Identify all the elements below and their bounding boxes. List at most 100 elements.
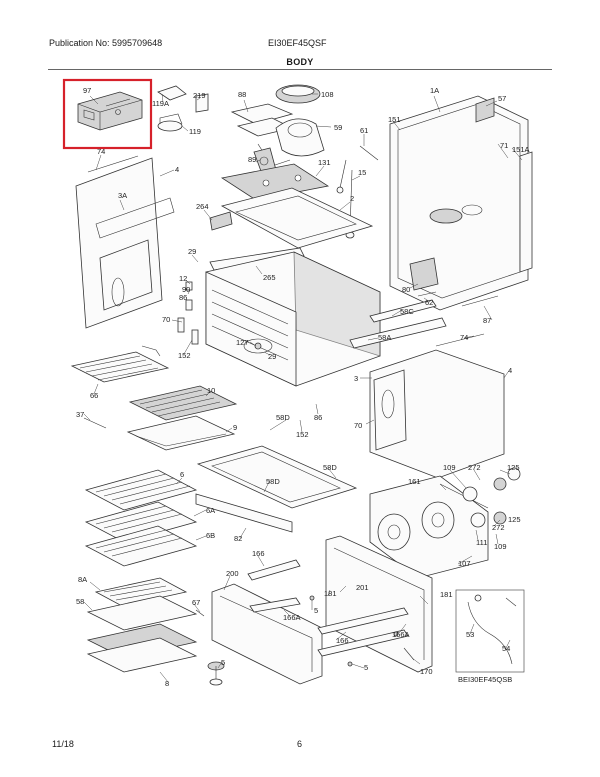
part-9-broiler-pan-bottom[interactable] (126, 415, 236, 451)
callout-70-right: 70 (354, 421, 362, 430)
part-265-rail[interactable] (209, 247, 305, 271)
callout-87: 87 (483, 316, 491, 325)
callout-3a: 3A (118, 191, 127, 200)
callout-166a-left: 166A (283, 613, 301, 622)
callout-4-right: 4 (508, 366, 512, 375)
callout-29-top: 29 (188, 247, 196, 256)
part-6b-oven-rack[interactable] (84, 525, 198, 567)
model-number: EI30EF45QSF (268, 38, 327, 48)
callout-8: 8 (165, 679, 169, 688)
part-87-bracket[interactable] (461, 295, 499, 307)
part-80-terminal-block[interactable] (409, 257, 439, 291)
part-264-insulation[interactable] (209, 211, 233, 231)
callout-111: 111 (476, 538, 487, 547)
part-58c-strip[interactable] (369, 299, 437, 323)
callout-272-top: 272 (468, 463, 481, 472)
part-74-right-trim[interactable] (435, 333, 485, 347)
page-title: BODY (286, 57, 314, 67)
part-66-broil-element[interactable] (70, 345, 170, 383)
part-62-bracket[interactable] (417, 291, 437, 297)
part-1a-back-panel[interactable] (389, 95, 529, 311)
part-6-oven-rack[interactable] (84, 469, 198, 511)
part-8-tray[interactable] (86, 623, 198, 673)
part-89-bracket[interactable] (253, 147, 277, 175)
callout-74-right: 74 (460, 333, 468, 342)
callout-200: 200 (226, 569, 239, 578)
callout-170: 170 (420, 667, 433, 676)
callout-1a: 1A (430, 86, 439, 95)
callout-12: 12 (179, 274, 187, 283)
callout-70-left: 70 (162, 315, 170, 324)
part-12-86-90-clips[interactable] (177, 281, 199, 345)
part-6a-oven-rack[interactable] (84, 501, 198, 543)
callout-58d-center: 58D (266, 477, 280, 486)
callout-9: 9 (233, 423, 237, 432)
callout-166-top: 166 (252, 549, 265, 558)
part-97-control-board[interactable] (77, 91, 143, 131)
callout-119: 119 (189, 127, 201, 136)
part-10-broiler-pan[interactable] (128, 385, 238, 421)
part-8a-bake-element[interactable] (94, 577, 188, 607)
oven-cavity[interactable] (205, 251, 381, 387)
footer-date: 11/18 (52, 739, 74, 749)
part-58-panel[interactable] (86, 595, 198, 631)
callout-58: 58 (76, 597, 84, 606)
part-57-label[interactable] (475, 97, 495, 123)
callout-57: 57 (498, 94, 506, 103)
callout-265: 265 (263, 273, 276, 282)
callout-6a: 6A (206, 506, 215, 515)
part-131-top-plate[interactable] (220, 163, 330, 201)
callout-66: 66 (90, 391, 98, 400)
part-107-convection-fan-assembly[interactable] (369, 475, 489, 579)
header-rule (48, 69, 552, 70)
part-151a-side[interactable] (519, 151, 533, 273)
callout-59: 59 (334, 123, 342, 132)
part-58d-front-frame[interactable] (196, 445, 358, 509)
part-4-right-side-panel[interactable] (369, 349, 505, 479)
part-82-frame[interactable] (195, 493, 293, 533)
callout-58d-top: 58D (276, 413, 290, 422)
callout-5-drawer: 5 (314, 606, 318, 615)
part-200-drawer-front[interactable] (211, 583, 323, 685)
part-5-leveling-leg[interactable] (207, 661, 225, 686)
callout-88: 88 (238, 90, 246, 99)
callout-80: 80 (402, 285, 410, 294)
callout-131: 131 (318, 158, 331, 167)
callout-29-mid: 29 (268, 352, 276, 361)
callout-5-leg: 5 (221, 658, 225, 667)
callout-166-bottom: 166 (336, 636, 349, 645)
callout-6: 6 (180, 470, 184, 479)
callout-89: 89 (248, 155, 256, 164)
part-58a-strip[interactable] (349, 317, 447, 349)
part-53-54-wiring[interactable] (455, 589, 525, 673)
callout-15: 15 (358, 168, 366, 177)
callout-109-top: 109 (443, 463, 456, 472)
callout-10: 10 (207, 386, 215, 395)
diagram-code: BEI30EF45QSB (458, 675, 512, 684)
part-61-bracket[interactable] (359, 145, 379, 161)
callout-4-left: 4 (175, 165, 179, 174)
part-166a-drawer-slide[interactable] (249, 597, 409, 657)
callout-107: 107 (458, 559, 471, 568)
callout-151: 151 (388, 115, 401, 124)
part-166-drawer-slide[interactable] (247, 559, 301, 581)
part-5-screws[interactable] (309, 595, 399, 667)
part-88-59-duct[interactable] (230, 103, 325, 167)
callout-6b: 6B (206, 531, 215, 540)
part-37-wire[interactable] (83, 417, 107, 429)
leader-lines (83, 93, 523, 683)
part-2-top-cover[interactable] (220, 187, 374, 249)
callout-151a: 151A (512, 145, 530, 154)
callout-2: 2 (350, 194, 354, 203)
callout-127: 127 (236, 338, 249, 347)
callout-109-bottom: 109 (494, 542, 507, 551)
part-67-clip[interactable] (195, 609, 205, 617)
part-109-fan-blade[interactable] (462, 467, 521, 528)
callout-125-bottom: 125 (508, 515, 521, 524)
part-108-bake-element-cover[interactable] (275, 84, 321, 104)
part-4-left-side-panel[interactable] (75, 157, 175, 329)
callout-181-left: 181 (324, 589, 337, 598)
callout-61: 61 (360, 126, 368, 135)
callout-58a: 58A (378, 333, 391, 342)
